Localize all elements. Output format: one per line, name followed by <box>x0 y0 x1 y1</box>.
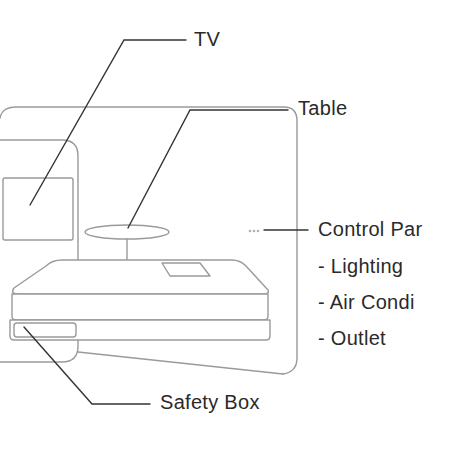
tv-screen <box>3 178 73 240</box>
part-label: Control Par <box>318 218 422 241</box>
bed-pillow <box>162 263 210 276</box>
table-stem <box>126 239 127 262</box>
leader-line <box>128 110 288 228</box>
safety-box <box>14 323 76 337</box>
part-label: Safety Box <box>160 391 260 414</box>
capsule-shell <box>0 107 297 374</box>
feature-item: - Lighting <box>318 255 403 278</box>
bed-side <box>12 294 268 320</box>
bed-base <box>10 320 270 340</box>
feature-item: - Outlet <box>318 327 386 350</box>
feature-item: - Air Condi <box>318 291 415 314</box>
leader-line <box>30 40 186 205</box>
control-panel-dots <box>249 230 260 233</box>
part-label: Table <box>298 97 347 120</box>
leader-line <box>264 229 308 230</box>
leader-line <box>24 327 150 404</box>
floor-edge <box>78 352 283 374</box>
table-top <box>85 225 169 239</box>
bed-mattress <box>13 260 269 294</box>
part-label: TV <box>194 28 220 51</box>
